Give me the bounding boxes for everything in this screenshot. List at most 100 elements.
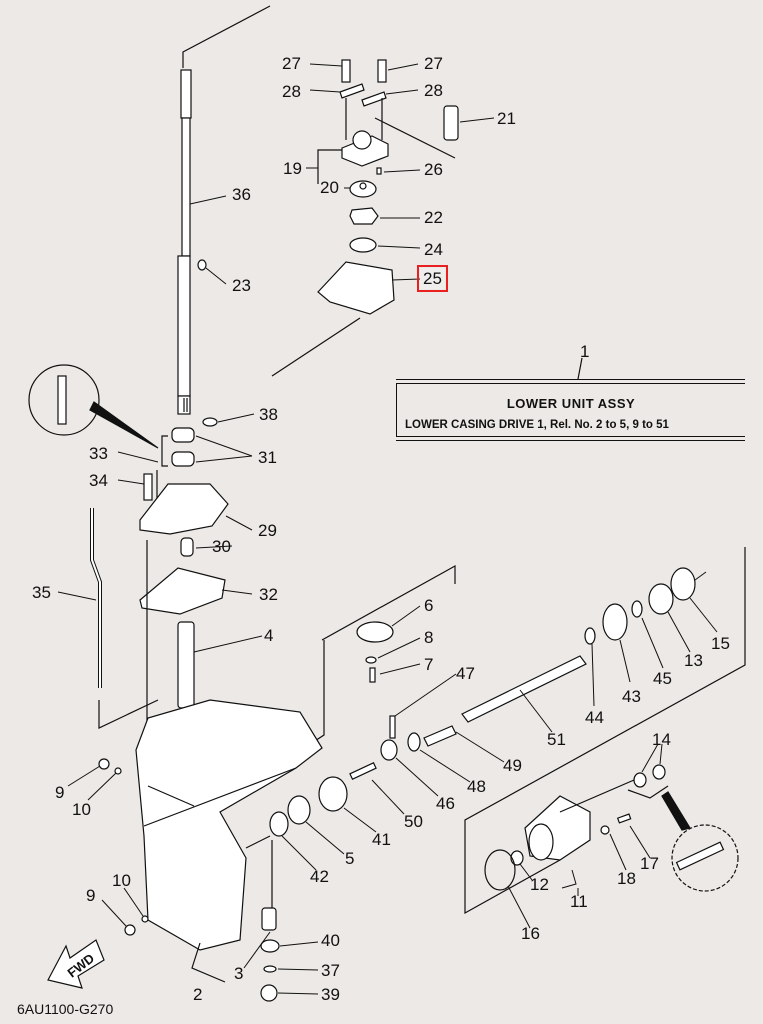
bearing-14-b — [652, 764, 666, 780]
callout-4[interactable]: 4 — [264, 626, 274, 645]
shim-42 — [269, 811, 289, 837]
callout-32[interactable]: 32 — [259, 585, 278, 604]
plate-28-left — [339, 83, 365, 99]
bushing-12 — [510, 850, 524, 866]
assembly-info-box: LOWER UNIT ASSY LOWER CASING DRIVE 1, Re… — [396, 379, 745, 441]
water-tube-4 — [177, 621, 195, 709]
callout-15[interactable]: 15 — [711, 634, 730, 653]
callout-13[interactable]: 13 — [684, 651, 703, 670]
callout-45[interactable]: 45 — [653, 669, 672, 688]
callout-48[interactable]: 48 — [467, 777, 486, 796]
assembly-boundary-top — [182, 5, 271, 68]
callout-44[interactable]: 44 — [585, 708, 604, 727]
assembly-subtitle: LOWER CASING DRIVE 1, Rel. No. 2 to 5, 9… — [405, 419, 669, 431]
callout-28[interactable]: 28 — [424, 81, 443, 100]
callout-34[interactable]: 34 — [89, 471, 108, 490]
callout-9[interactable]: 9 — [86, 886, 96, 905]
fwd-arrow — [47, 939, 105, 989]
callout-21[interactable]: 21 — [497, 109, 516, 128]
callout-18[interactable]: 18 — [617, 869, 636, 888]
impeller-22 — [349, 207, 379, 225]
callout-23[interactable]: 23 — [232, 276, 251, 295]
callout-35[interactable]: 35 — [32, 583, 51, 602]
callout-20[interactable]: 20 — [320, 178, 339, 197]
callout-7[interactable]: 7 — [424, 655, 434, 674]
callout-39[interactable]: 39 — [321, 985, 340, 1004]
tube-21 — [443, 105, 459, 141]
spring-49 — [423, 725, 457, 747]
propeller-shaft-51 — [461, 655, 587, 723]
callout-51[interactable]: 51 — [547, 730, 566, 749]
callout-31[interactable]: 31 — [258, 448, 277, 467]
bracket-2 — [191, 942, 226, 983]
bracket-19 — [317, 149, 342, 184]
screw-7 — [369, 667, 376, 683]
callout-22[interactable]: 22 — [424, 208, 443, 227]
bolts-9-10 — [98, 758, 149, 936]
callout-41[interactable]: 41 — [372, 830, 391, 849]
callout-5[interactable]: 5 — [345, 849, 355, 868]
plate-28-right — [361, 91, 387, 107]
callout-25-selected[interactable]: 25 — [417, 265, 448, 292]
detail-pointer-upper — [89, 401, 159, 449]
callout-19[interactable]: 19 — [283, 159, 302, 178]
callout-29[interactable]: 29 — [258, 521, 277, 540]
housing-29 — [139, 483, 229, 535]
callout-3[interactable]: 3 — [234, 964, 244, 983]
pin-37 — [263, 965, 277, 973]
callout-30[interactable]: 30 — [212, 537, 231, 556]
callout-10[interactable]: 10 — [72, 800, 91, 819]
callout-42[interactable]: 42 — [310, 867, 329, 886]
callout-46[interactable]: 46 — [436, 794, 455, 813]
pin-23 — [197, 259, 207, 271]
leader-1 — [577, 357, 583, 380]
assembly-info-frame: LOWER UNIT ASSY LOWER CASING DRIVE 1, Re… — [396, 383, 745, 437]
leader-lines — [57, 63, 718, 995]
callout-8[interactable]: 8 — [424, 628, 434, 647]
clip-38 — [202, 417, 218, 427]
pin-47 — [389, 715, 396, 739]
cap-6 — [356, 621, 394, 643]
callout-40[interactable]: 40 — [321, 931, 340, 950]
callout-33[interactable]: 33 — [89, 444, 108, 463]
callout-2[interactable]: 2 — [193, 985, 203, 1004]
callout-24[interactable]: 24 — [424, 240, 443, 259]
callout-16[interactable]: 16 — [521, 924, 540, 943]
callout-36[interactable]: 36 — [232, 185, 251, 204]
ring-48 — [407, 732, 421, 752]
callout-27[interactable]: 27 — [282, 54, 301, 73]
callout-43[interactable]: 43 — [622, 687, 641, 706]
assembly-boundary-mid — [271, 317, 361, 377]
callout-11[interactable]: 11 — [570, 892, 588, 911]
callout-9[interactable]: 9 — [55, 783, 65, 802]
callout-49[interactable]: 49 — [503, 756, 522, 775]
anode-3 — [261, 907, 277, 931]
callout-28[interactable]: 28 — [282, 82, 301, 101]
bearing-14-a — [633, 772, 647, 788]
callout-10[interactable]: 10 — [112, 871, 131, 890]
drive-shaft — [177, 69, 192, 415]
callout-37[interactable]: 37 — [321, 961, 340, 980]
callout-27[interactable]: 27 — [424, 54, 443, 73]
washer-40 — [260, 939, 280, 953]
bolt-27-left — [341, 59, 351, 83]
washer-45 — [631, 600, 643, 618]
callout-1-assembly[interactable]: 1 — [580, 342, 590, 361]
callout-17[interactable]: 17 — [640, 854, 659, 873]
callout-38[interactable]: 38 — [259, 405, 278, 424]
pin-50 — [349, 761, 377, 781]
plate-25 — [317, 261, 395, 315]
callout-47[interactable]: 47 — [456, 664, 475, 683]
nut-39 — [260, 984, 278, 1002]
callout-12[interactable]: 12 — [530, 875, 549, 894]
gasket-32 — [139, 567, 226, 615]
oil-seal-31-lower — [171, 451, 195, 467]
callout-14[interactable]: 14 — [652, 730, 671, 749]
seal-24 — [349, 237, 377, 253]
clutch-46 — [380, 739, 398, 761]
callout-50[interactable]: 50 — [404, 812, 423, 831]
callout-6[interactable]: 6 — [424, 596, 434, 615]
lower-casing-2 — [135, 699, 323, 951]
callout-26[interactable]: 26 — [424, 160, 443, 179]
